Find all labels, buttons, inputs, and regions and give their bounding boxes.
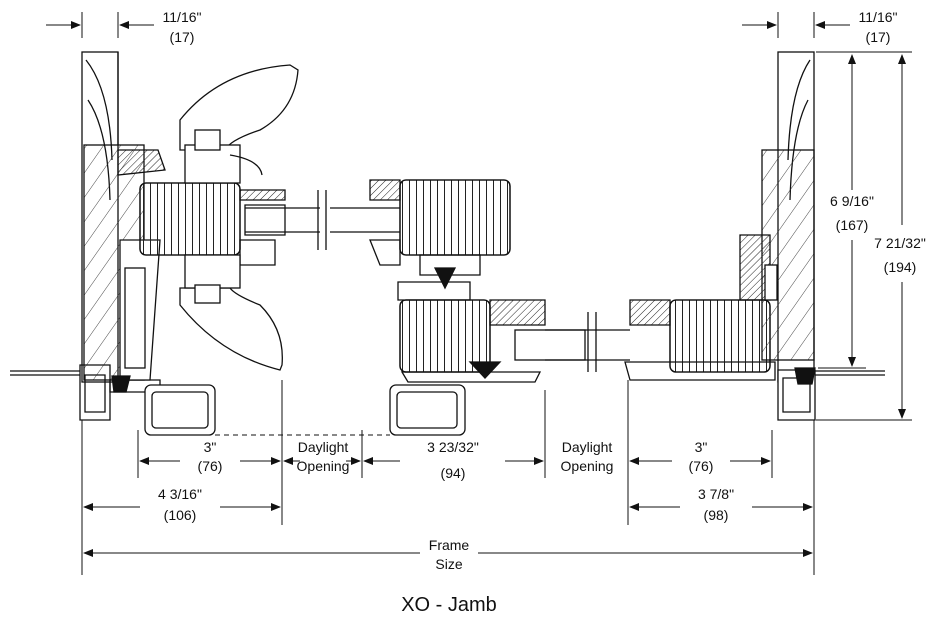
right-sash-mm: (76) (689, 458, 714, 474)
meeting-rail-lower-sash (397, 267, 586, 383)
right-wall-section (739, 51, 815, 383)
right-overall-mm: (98) (704, 507, 729, 523)
daylight-left-line1: Daylight (298, 439, 349, 455)
left-sash-mm: (76) (198, 458, 223, 474)
right-frame-extrusion (777, 367, 816, 421)
frame-size-line2: Size (435, 556, 462, 572)
right-height-outer-inch: 7 21/32" (874, 235, 926, 251)
daylight-right-line1: Daylight (562, 439, 613, 455)
left-handle (179, 64, 299, 371)
left-glass-pane (245, 190, 327, 250)
right-sash-inch: 3" (695, 439, 708, 455)
right-height-inner-inch: 6 9/16" (830, 193, 874, 209)
meeting-rail-upper-sash (330, 179, 511, 276)
daylight-left-line2: Opening (297, 458, 350, 474)
frame-size-line1: Frame (429, 537, 470, 553)
right-glass-pane (545, 312, 630, 372)
daylight-right-line2: Opening (561, 458, 614, 474)
dimension-labels: 11/16" (17) 11/16" (17) 6 9/16" (167) 7 … (158, 9, 926, 572)
meeting-rail-mm: (94) (441, 465, 466, 481)
right-height-inner-mm: (167) (836, 217, 869, 233)
left-overall-inch: 4 3/16" (158, 486, 202, 502)
dimension-lines (46, 12, 912, 575)
right-overall-inch: 3 7/8" (698, 486, 734, 502)
siding-lines (10, 370, 885, 376)
right-height-outer-mm: (194) (884, 259, 917, 275)
drawing-title: XO - Jamb (401, 594, 497, 616)
right-trim-inch: 11/16" (859, 9, 898, 25)
left-sash-inch: 3" (204, 439, 217, 455)
meeting-rail-inch: 3 23/32" (427, 439, 479, 455)
left-sash (139, 182, 286, 266)
right-trim-mm: (17) (866, 29, 891, 45)
left-trim-inch: 11/16" (163, 9, 202, 25)
left-overall-mm: (106) (164, 507, 197, 523)
left-frame-extrusion (79, 239, 216, 436)
right-sash (624, 299, 776, 381)
center-frame-extrusion (389, 384, 466, 436)
left-trim-mm: (17) (170, 29, 195, 45)
